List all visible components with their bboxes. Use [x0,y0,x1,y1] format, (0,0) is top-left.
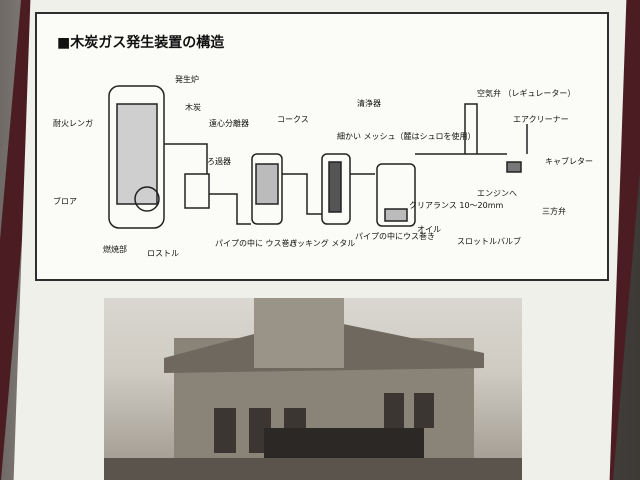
label-grate: ロストル [147,249,179,258]
pipe-1 [164,143,208,174]
label-air-cleaner: エアクリーナー [513,115,569,124]
centrifuge [184,173,210,209]
building-illustration [104,298,522,480]
cleaner-2 [376,163,416,227]
label-charcoal: 木炭 [185,102,201,112]
label-pipe-inside: パイプの中にウス巻き [355,231,435,241]
label-pipe-wool: パイプの中に ウス巻き [215,238,298,248]
label-blower: ブロア [53,196,77,206]
generator-body [108,85,165,229]
filter [251,153,283,225]
label-engine: エンジンへ [477,189,517,198]
diagram-title: ■木炭ガス発生装置の構造 [57,35,225,51]
label-filter: ろ過器 [207,156,231,166]
label-fine-mesh: 細かい メッシュ（麓はシュロを使用） [337,131,476,141]
historic-building-photo [104,298,522,480]
label-generator: 発生炉 [175,74,199,84]
gas-generator-diagram: ■木炭ガス発生装置の構造 発生 [35,12,609,281]
label-air-valve: 空気弁 （レギュレーター） [477,88,575,98]
label-cleaner: 清浄器 [357,98,381,108]
label-packing: パッキング メタル [289,238,355,248]
label-carburetor: キャブレター [545,156,593,166]
cleaner-1 [321,153,351,225]
label-throttle: スロットルバルブ [457,236,521,246]
label-coke: コークス [277,115,309,124]
label-centrifuge: 遠心分離器 [209,118,249,128]
diagram-drawing: 発生炉 木炭 耐火レンガ ブロア 燃焼部 ロストル 遠心分離器 ろ過器 パイプの… [53,74,593,258]
label-clearance: クリアランス 10〜20mm [409,201,504,210]
label-firebrick: 耐火レンガ [53,118,93,128]
label-ignition: 燃焼部 [103,244,127,254]
label-oil: オイル [417,225,441,234]
combustion-chamber [134,186,160,212]
label-three-way: 三方弁 [542,206,566,216]
